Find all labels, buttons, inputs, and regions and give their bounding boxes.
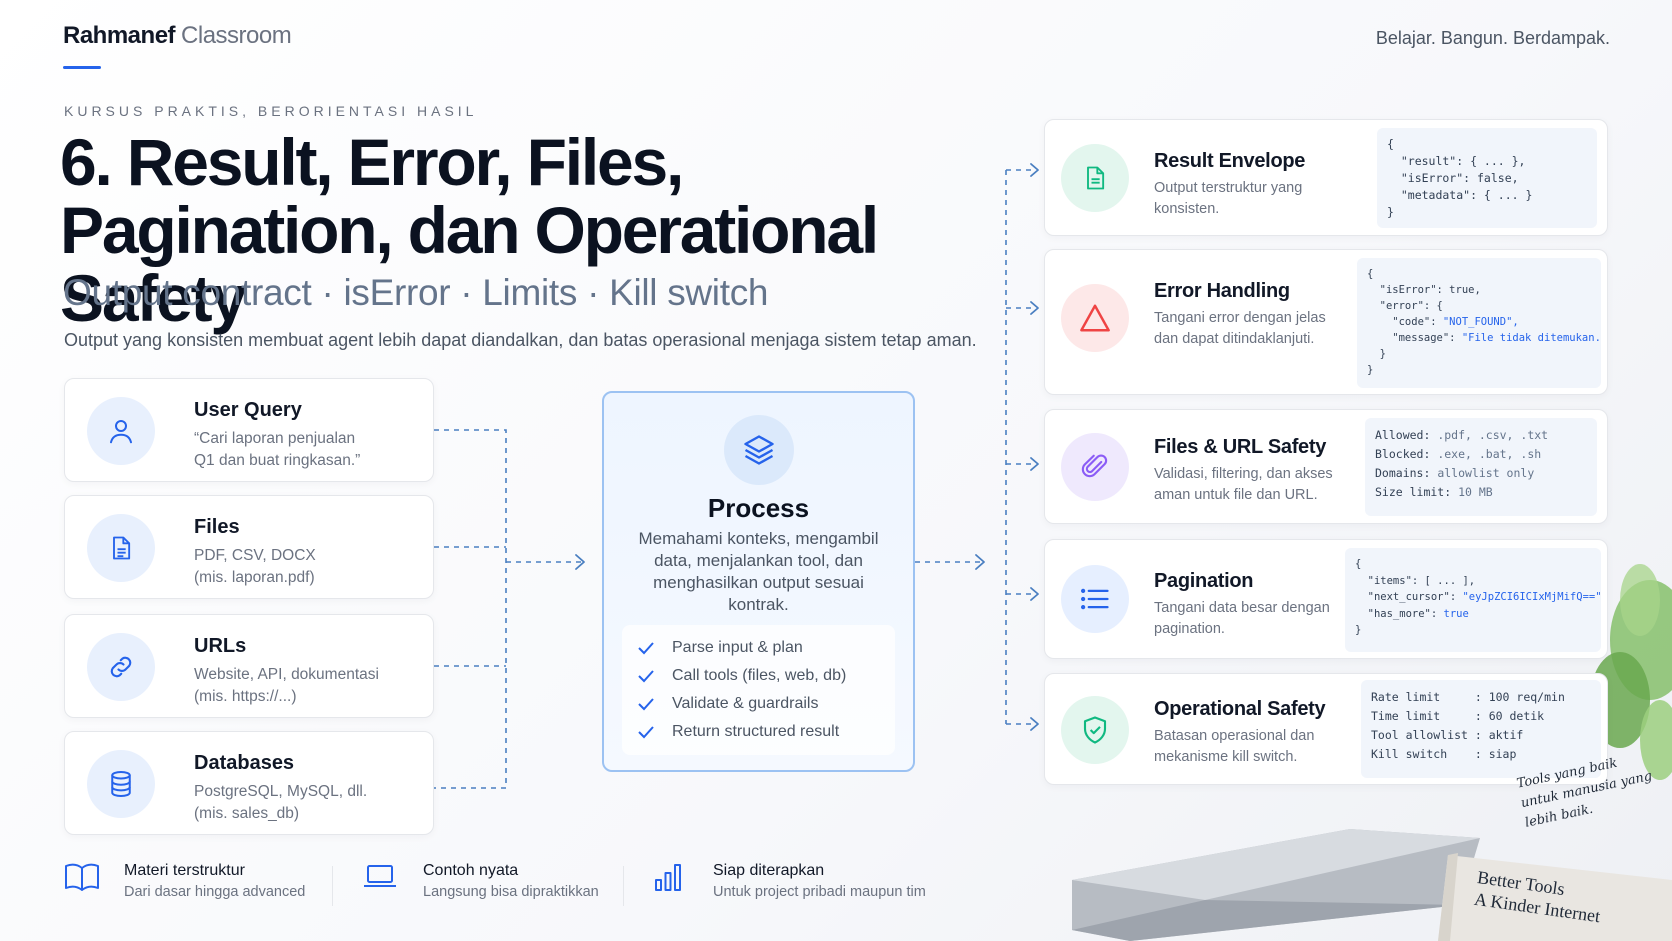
list-icon <box>1061 565 1129 633</box>
divider <box>623 866 624 906</box>
process-step: Call tools (files, web, db) <box>638 667 846 685</box>
tagline: Belajar. Bangun. Berdampak. <box>1375 28 1610 48</box>
code-pagination: { "items": [ ... ], "next_cursor": "eyJp… <box>1345 548 1601 652</box>
input-card-files[interactable]: Files PDF, CSV, DOCX(mis. laporan.pdf) <box>64 495 434 599</box>
feature-subtitle: Untuk project pribadi maupun tim <box>713 884 926 900</box>
output-card-files-url-safety[interactable]: Files & URL Safety Validasi, filtering, … <box>1044 409 1608 524</box>
input-title: Files <box>194 516 240 538</box>
output-title: Files & URL Safety <box>1154 436 1327 458</box>
bar-chart-icon <box>655 864 681 891</box>
process-title: Process <box>707 493 810 523</box>
page-description: Output yang konsisten membuat agent lebi… <box>64 330 977 350</box>
document-icon <box>87 514 155 582</box>
brand-suffix: Classroom <box>181 22 292 49</box>
laptop-icon <box>364 865 396 887</box>
input-subtitle: PostgreSQL, MySQL, dll.(mis. sales_db) <box>194 783 368 822</box>
feature-title: Materi terstruktur <box>124 862 245 879</box>
title-line-1: 6. Result, Error, Files, <box>60 125 684 199</box>
output-title: Result Envelope <box>1154 150 1306 172</box>
process-step: Parse input & plan <box>638 639 803 657</box>
process-description: Memahami konteks, mengambil data, menjal… <box>638 529 879 614</box>
brand-name: Rahmanef <box>63 22 176 49</box>
warning-triangle-icon <box>1061 284 1129 352</box>
input-subtitle: Website, API, dokumentasi(mis. https://.… <box>194 666 379 705</box>
process-card[interactable]: Process Memahami konteks, mengambil data… <box>602 391 915 772</box>
process-step: Return structured result <box>638 723 839 741</box>
feature-subtitle: Langsung bisa dipraktikkan <box>423 884 599 900</box>
check-icon <box>638 642 654 655</box>
output-title: Pagination <box>1154 570 1254 592</box>
divider <box>332 866 333 906</box>
link-icon <box>87 633 155 701</box>
output-card-result-envelope[interactable]: Result Envelope Output terstruktur yang … <box>1044 119 1608 236</box>
input-card-urls[interactable]: URLs Website, API, dokumentasi(mis. http… <box>64 614 434 718</box>
check-icon <box>638 670 654 683</box>
shield-check-icon <box>1061 696 1129 764</box>
input-title: User Query <box>194 399 302 421</box>
check-icon <box>638 698 654 711</box>
process-step: Validate & guardrails <box>638 695 818 713</box>
input-title: URLs <box>194 635 247 657</box>
input-card-databases[interactable]: Databases PostgreSQL, MySQL, dll.(mis. s… <box>64 731 434 835</box>
output-card-operational-safety[interactable]: Operational Safety Batasan operasional d… <box>1044 673 1608 785</box>
output-card-error-handling[interactable]: Error Handling Tangani error dengan jela… <box>1044 249 1608 395</box>
code-error-handling: { "isError": true, "error": { "code": "N… <box>1357 258 1601 388</box>
feature-title: Contoh nyata <box>423 862 519 879</box>
page-subtitle: Output contract · isError · Limits · Kil… <box>63 272 769 313</box>
brand-underline <box>63 66 101 69</box>
feature-subtitle: Dari dasar hingga advanced <box>124 884 306 900</box>
file-text-icon <box>1061 144 1129 212</box>
database-icon <box>87 750 155 818</box>
process-steps: Parse input & plan Call tools (files, we… <box>622 625 895 755</box>
user-icon <box>87 397 155 465</box>
feature-title: Siap diterapkan <box>713 862 825 879</box>
output-title: Operational Safety <box>1154 698 1326 720</box>
eyebrow-label: KURSUS PRAKTIS, BERORIENTASI HASIL <box>64 103 478 119</box>
paperclip-icon <box>1061 433 1129 501</box>
output-title: Error Handling <box>1154 280 1290 302</box>
book-icon <box>65 863 99 891</box>
title-line-2: Pagination, dan Operational Safety <box>60 193 879 335</box>
input-title: Databases <box>194 752 295 774</box>
book-decor <box>1438 853 1672 941</box>
input-subtitle: PDF, CSV, DOCX(mis. laporan.pdf) <box>194 547 316 586</box>
code-result-envelope: { "result": { ... }, "isError": false, "… <box>1377 128 1597 228</box>
page-title: 6. Result, Error, Files, Pagination, dan… <box>60 128 1020 332</box>
output-subtitle: Output terstruktur yang konsisten. <box>1154 180 1303 217</box>
layers-icon <box>724 415 794 485</box>
check-icon <box>638 726 654 739</box>
laptop-decor <box>1072 829 1480 941</box>
